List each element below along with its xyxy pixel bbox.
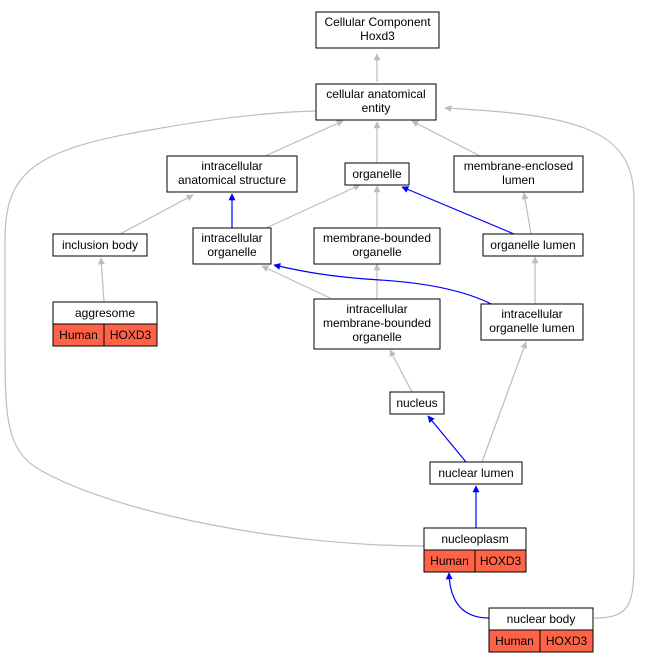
node-cellular-anatomical-entity[interactable]: cellular anatomical entity (315, 83, 437, 121)
annotation-species: Human (495, 634, 534, 648)
node-label-line: organelle lumen (489, 321, 574, 335)
node-label-line: membrane-bounded (323, 231, 431, 245)
edge-io-to-organelle (265, 184, 361, 229)
node-label-line: membrane-enclosed (464, 159, 573, 173)
node-label-line: organelle lumen (490, 238, 575, 252)
node-label-line: organelle (352, 245, 402, 259)
node-aggresome[interactable]: aggresome (52, 301, 158, 325)
node-nucleus[interactable]: nucleus (389, 391, 445, 415)
node-nuclear-body[interactable]: nuclear body (488, 607, 594, 631)
node-intracellular-anatomical-structure[interactable]: intracellular anatomical structure (166, 155, 298, 193)
annotation-gene: HOXD3 (110, 328, 152, 342)
edge-iol-to-io-blue (273, 263, 498, 308)
edge-nlumen-to-iol (481, 341, 528, 463)
annotation-species: Human (430, 554, 469, 568)
node-label-line: lumen (502, 173, 535, 187)
edge-ol-to-organelle-blue (401, 186, 515, 235)
node-label-line: aggresome (75, 306, 135, 320)
edges (4, 53, 635, 619)
node-label-line: nucleoplasm (441, 532, 508, 546)
edge-ol-to-mel (521, 192, 532, 235)
edge-nbody-to-cae (444, 104, 635, 619)
node-label-line: cellular anatomical (326, 87, 425, 101)
node-label-line: Cellular Component (324, 15, 431, 29)
node-membrane-enclosed-lumen[interactable]: membrane-enclosed lumen (453, 155, 584, 193)
node-label-line: intracellular (346, 302, 407, 316)
node-label-line: intracellular (501, 307, 562, 321)
node-nuclear-lumen[interactable]: nuclear lumen (429, 461, 523, 485)
edge-nucleoplasm-to-cae (4, 107, 425, 547)
node-organelle-lumen[interactable]: organelle lumen (482, 233, 584, 257)
node-label-line: membrane-bounded (323, 316, 431, 330)
edge-nbody-to-nucleoplasm-blue (445, 572, 490, 619)
annotation-nucleoplasm: Human HOXD3 (423, 549, 527, 573)
node-membrane-bounded-organelle[interactable]: membrane-bounded organelle (313, 227, 441, 265)
node-intracellular-organelle[interactable]: intracellular organelle (192, 227, 272, 265)
node-nucleoplasm[interactable]: nucleoplasm (423, 527, 527, 551)
node-label-line: anatomical structure (178, 173, 286, 187)
edge-inclusion-to-ias (119, 194, 194, 235)
edge-nucleus-to-imbo (389, 349, 413, 393)
node-cellular-component-hoxd3[interactable]: Cellular Component Hoxd3 (315, 11, 440, 49)
edge-mel-to-cae (411, 120, 481, 157)
annotation-species: Human (59, 328, 98, 342)
edge-nlumen-to-nucleus-blue (427, 415, 467, 463)
edge-aggresome-to-inclusion (97, 257, 105, 303)
node-label-line: Hoxd3 (360, 29, 395, 43)
node-label-line: nucleus (396, 396, 437, 410)
node-label-line: inclusion body (62, 238, 138, 252)
nodes: Cellular Component Hoxd3 cellular anatom… (52, 11, 594, 653)
edge-ias-to-cae (264, 120, 344, 157)
annotation-gene: HOXD3 (546, 634, 588, 648)
annotation-aggresome: Human HOXD3 (52, 323, 158, 347)
node-organelle[interactable]: organelle (344, 162, 410, 186)
node-label-line: nuclear body (507, 612, 576, 626)
node-label-line: organelle (207, 245, 257, 259)
annotation-nuclear-body: Human HOXD3 (488, 629, 594, 653)
node-label-line: intracellular (201, 231, 262, 245)
node-label-line: intracellular (201, 159, 262, 173)
node-label-line: organelle (352, 330, 402, 344)
node-intracellular-organelle-lumen[interactable]: intracellular organelle lumen (480, 303, 584, 341)
node-inclusion-body[interactable]: inclusion body (52, 233, 148, 257)
node-intracellular-membrane-bounded-organelle[interactable]: intracellular membrane-bounded organelle (313, 298, 441, 350)
node-label-line: entity (362, 101, 391, 115)
node-label-line: organelle (352, 167, 402, 181)
edge-imbo-to-io (261, 265, 331, 299)
node-label-line: nuclear lumen (438, 466, 513, 480)
annotation-gene: HOXD3 (480, 554, 522, 568)
